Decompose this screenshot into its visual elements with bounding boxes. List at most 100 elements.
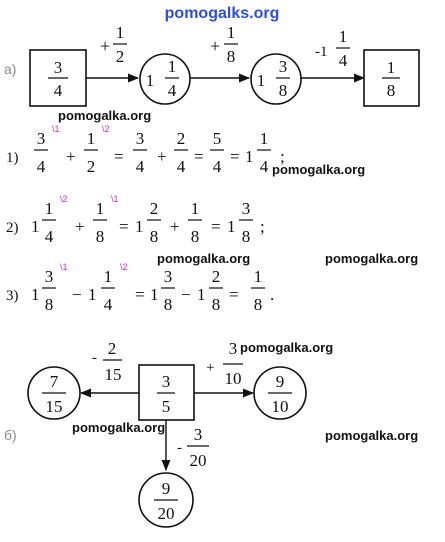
step-3-whole2: 1 <box>88 285 97 304</box>
step-3-f1-mark: \1 <box>60 262 68 272</box>
step-1-f1-den: 4 <box>37 157 46 176</box>
step-3-end: . <box>270 285 274 304</box>
watermark-5: pomogalka.org <box>240 340 333 355</box>
op-b-left: - 2 15 <box>92 339 122 384</box>
circle-a1-numerator: 1 <box>168 57 177 76</box>
op-b-left-denominator: 15 <box>105 365 122 384</box>
part-a-label: а) <box>4 61 16 77</box>
op-b-right-sign: + <box>206 360 214 376</box>
step-2-f2-den: 8 <box>96 227 105 246</box>
step-3-whole1: 1 <box>31 285 40 304</box>
step-2-f2-num: 1 <box>96 199 105 218</box>
op-a3-numerator: 1 <box>339 27 348 46</box>
watermark-4: pomogalka.org <box>325 251 418 266</box>
op-b-right: + 3 10 <box>206 339 243 388</box>
watermark-3: pomogalka.org <box>157 251 250 266</box>
step-3-minus2: − <box>181 285 191 304</box>
step-2-eq1: = <box>119 217 129 236</box>
step-3-eq2: = <box>229 285 239 304</box>
step-2-f2-mark: \1 <box>111 194 119 204</box>
step-1-whole: 1 <box>245 147 254 166</box>
circle-b-left: 7 15 <box>27 366 81 420</box>
step-1-f6-den: 4 <box>260 157 269 176</box>
op-b-left-sign: - <box>92 350 97 366</box>
circle-a1-whole: 1 <box>146 71 155 90</box>
circle-b-left-denominator: 15 <box>46 397 63 416</box>
step-1-f2-mark: \2 <box>102 124 110 134</box>
step-1-f4-den: 4 <box>177 157 186 176</box>
op-a2-denominator: 8 <box>227 47 236 66</box>
circle-b-right: 9 10 <box>253 366 307 420</box>
op-b-down-denominator: 20 <box>190 451 207 470</box>
circle-a2-denominator: 8 <box>279 81 288 100</box>
step-1: 1) 3 4 \1 + 1 2 \2 = 3 4 + 2 4 = 5 4 = 1… <box>6 124 285 176</box>
box-b-center-numerator: 3 <box>162 372 171 391</box>
op-b-down-numerator: 3 <box>194 425 203 444</box>
box-end-denominator: 8 <box>387 81 396 100</box>
step-3-f5-num: 1 <box>254 267 263 286</box>
box-start-numerator: 3 <box>54 58 63 77</box>
step-2-whole2: 1 <box>135 217 144 236</box>
watermark-7: pomogalka.org <box>325 428 418 443</box>
step-3-f3-num: 3 <box>164 267 173 286</box>
circle-a2-whole: 1 <box>257 71 266 90</box>
step-2-f1-mark: \2 <box>60 194 68 204</box>
step-3-f2-mark: \2 <box>120 262 128 272</box>
step-2-index: 2) <box>6 220 19 236</box>
op-a1: + 1 2 <box>100 23 127 66</box>
step-3-whole4: 1 <box>197 285 206 304</box>
watermark-6: pomogalka.org <box>72 420 165 435</box>
op-b-left-numerator: 2 <box>108 339 117 358</box>
op-a2: + 1 8 <box>210 23 238 66</box>
op-a3-sign: -1 <box>315 44 328 60</box>
step-1-eq2: = <box>194 147 204 166</box>
step-3-f4-num: 2 <box>212 267 221 286</box>
step-3-whole3: 1 <box>150 285 159 304</box>
step-1-plus: + <box>66 147 76 166</box>
step-2-f5-den: 8 <box>242 227 251 246</box>
step-3-eq1: = <box>135 285 145 304</box>
op-b-right-numerator: 3 <box>229 339 238 358</box>
step-3-f1-num: 3 <box>45 267 54 286</box>
circle-b-left-numerator: 7 <box>50 372 59 391</box>
step-2-f1-num: 1 <box>45 199 54 218</box>
step-2-f3-den: 8 <box>150 227 159 246</box>
op-a2-numerator: 1 <box>227 23 236 42</box>
circle-b-bottom-denominator: 20 <box>158 504 175 523</box>
op-a1-sign: + <box>100 36 110 56</box>
step-3-f1-den: 8 <box>45 295 54 314</box>
step-1-f4-num: 2 <box>177 129 186 148</box>
step-2-plus: + <box>75 217 85 236</box>
step-1-f2-den: 2 <box>87 157 96 176</box>
op-a3-denominator: 4 <box>339 51 348 70</box>
header-watermark: pomogalks.org <box>165 5 280 22</box>
box-b-center: 3 5 <box>138 364 195 421</box>
step-2-end: ; <box>260 217 265 236</box>
circle-a2-numerator: 3 <box>279 57 288 76</box>
watermark-1: pomogalka.org <box>58 108 151 123</box>
box-start: 3 4 <box>29 49 87 107</box>
circle-b-right-numerator: 9 <box>276 372 285 391</box>
op-b-down-sign: - <box>177 440 182 456</box>
circle-b-right-denominator: 10 <box>272 397 289 416</box>
watermark-2: pomogalka.org <box>272 162 365 177</box>
step-1-f1-mark: \1 <box>52 124 60 134</box>
step-3-minus: − <box>72 285 82 304</box>
step-1-end: ; <box>280 147 285 166</box>
box-start-denominator: 4 <box>54 81 63 100</box>
circle-a2: 1 3 8 <box>250 53 302 105</box>
step-1-f1-num: 3 <box>37 129 46 148</box>
step-2-f5-num: 3 <box>242 199 251 218</box>
step-3-f2-den: 4 <box>104 295 113 314</box>
step-2-whole3: 1 <box>227 217 236 236</box>
step-1-f6-num: 1 <box>260 129 269 148</box>
step-1-index: 1) <box>6 150 19 166</box>
step-1-eq1: = <box>114 147 124 166</box>
op-a3: -1 1 4 <box>315 27 350 70</box>
part-b-label: б) <box>4 427 17 443</box>
op-a1-numerator: 1 <box>116 23 125 42</box>
circle-b-bottom-numerator: 9 <box>162 479 171 498</box>
box-b-center-denominator: 5 <box>162 397 171 416</box>
step-2: 2) 1 1 4 \2 + 1 8 \1 = 1 2 8 + 1 8 = 1 3… <box>6 194 265 246</box>
